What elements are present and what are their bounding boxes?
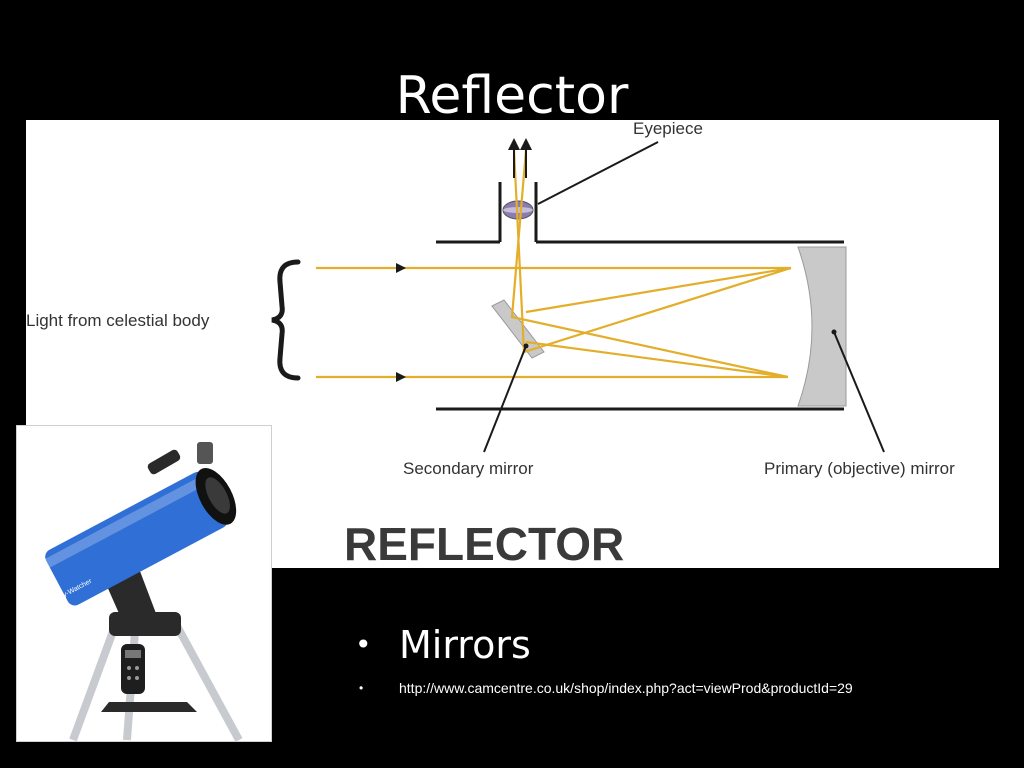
optical-tube: [45, 471, 228, 606]
secondary-mirror-label: Secondary mirror: [403, 459, 534, 478]
hand-controller-button-2: [135, 666, 139, 670]
primary-mirror-leader-dot: [831, 329, 837, 335]
secondary-mirror-leader-line: [483, 345, 527, 453]
telescope-photo: Sky-Watcher: [16, 425, 272, 742]
bullet-icon: •: [355, 628, 372, 661]
ray-arrow-top: [396, 263, 406, 273]
hand-controller-button-3: [127, 676, 131, 680]
bullet-icon: •: [359, 681, 364, 695]
reflected-ray-cross-top: [525, 266, 792, 314]
secondary-mirror-leader-dot: [523, 343, 529, 349]
bullet-item-mirrors: • Mirrors: [355, 620, 1015, 670]
source-link-text[interactable]: http://www.camcentre.co.uk/shop/index.ph…: [399, 680, 853, 696]
light-source-brace-icon: [271, 259, 301, 381]
slide-title: Reflector: [395, 66, 629, 126]
finder-scope: [147, 449, 181, 475]
eyepiece-leader-line: [537, 141, 659, 205]
ray-arrow-bottom: [396, 372, 406, 382]
focuser: [197, 442, 213, 464]
hand-controller-button-4: [135, 676, 139, 680]
hand-controller-screen: [125, 650, 141, 658]
tube-opening-inner: [205, 477, 230, 514]
reflected-ray-upper: [512, 149, 792, 354]
tripod-leg-left: [69, 624, 119, 741]
bullet-list: • Mirrors • http://www.camcentre.co.uk/s…: [355, 620, 1015, 700]
accessory-tray: [101, 702, 197, 712]
mount-base: [109, 612, 181, 636]
optical-tube-shine: [45, 474, 209, 568]
reflected-ray-cross-bottom: [525, 340, 789, 379]
hand-controller-button-1: [127, 666, 131, 670]
telescope-illustration: Sky-Watcher: [45, 442, 243, 741]
primary-mirror-shape: [797, 246, 847, 407]
primary-mirror-label: Primary (objective) mirror: [764, 459, 955, 478]
light-source-label: Light from celestial body: [26, 311, 210, 330]
reflector-diagram-svg: Eyepiece Light from celestial body Secon…: [26, 120, 955, 568]
bullet-item-link: • http://www.camcentre.co.uk/shop/index.…: [355, 676, 1015, 700]
reflected-ray-lower: [510, 149, 789, 379]
tripod-leg-right: [173, 624, 243, 741]
eyepiece-label: Eyepiece: [633, 120, 703, 138]
diagram-caption: REFLECTOR: [344, 518, 624, 568]
bullet-text: Mirrors: [399, 623, 531, 667]
primary-mirror-leader-line: [833, 331, 885, 453]
